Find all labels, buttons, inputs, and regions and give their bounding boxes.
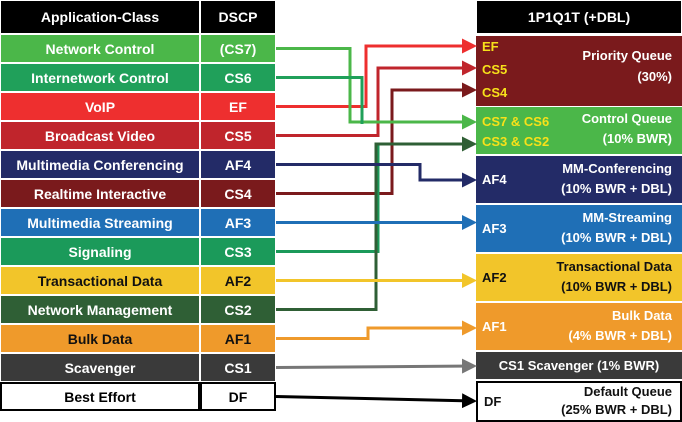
af1-queue-detail: (4% BWR + DBL) (568, 328, 672, 343)
af1-queue-code: AF1 (482, 319, 507, 334)
dscp-value-cs5: CS5 (200, 121, 276, 150)
queue-structure-header: 1P1Q1T (+DBL) (476, 0, 682, 34)
af3-queue-title: MM-Streaming (582, 210, 672, 225)
dscp-value-cs7: (CS7) (200, 34, 276, 63)
dscp-value-cs2: CS2 (200, 295, 276, 324)
arrow-cs1-to-scavenger-queue (275, 358, 477, 374)
control-codes-cs3-cs2: CS3 & CS2 (482, 134, 550, 149)
af2-queue-detail: (10% BWR + DBL) (561, 279, 672, 294)
priority-code-cs5: CS5 (482, 62, 508, 77)
class-name-transactional-data: Transactional Data (0, 266, 200, 295)
af2-queue-title: Transactional Data (556, 259, 672, 274)
dscp-value-af2: AF2 (200, 266, 276, 295)
priority-queue-box: EF CS5 CS4 Priority Queue (30%) (476, 36, 682, 106)
priority-queue-detail: (30%) (637, 69, 672, 84)
arrow-cs2-to-control-queue (276, 136, 477, 311)
arrow-df-to-default-queue (275, 393, 477, 409)
arrow-cs4-to-priority-queue (276, 82, 477, 195)
dscp-value-cs3: CS3 (200, 237, 276, 266)
default-queue-code: DF (484, 394, 502, 409)
dscp-value-cs6: CS6 (200, 63, 276, 92)
af1-queue-title: Bulk Data (612, 308, 672, 323)
af4-queue-code: AF4 (482, 172, 507, 187)
class-name-network-control: Network Control (0, 34, 200, 63)
class-name-realtime-interactive: Realtime Interactive (0, 179, 200, 208)
control-queue-detail: (10% BWR) (602, 131, 672, 146)
class-name-internetwork-control: Internetwork Control (0, 63, 200, 92)
priority-queue-title: Priority Queue (582, 48, 672, 63)
class-name-voip: VoIP (0, 92, 200, 121)
arrow-af1-to-bulk-data-queue (276, 320, 477, 340)
dscp-value-af3: AF3 (200, 208, 276, 237)
class-name-bulk-data: Bulk Data (0, 324, 200, 353)
control-codes-cs7-cs6: CS7 & CS6 (482, 114, 550, 129)
af2-queue-code: AF2 (482, 270, 507, 285)
dscp-value-af4: AF4 (200, 150, 276, 179)
arrow-cs5-to-priority-queue (276, 60, 477, 137)
class-name-signaling: Signaling (0, 237, 200, 266)
dscp-value-af1: AF1 (200, 324, 276, 353)
arrow-cs7-to-control-queue (276, 47, 477, 130)
scavenger-queue-label: CS1 Scavenger (1% BWR) (498, 358, 660, 373)
class-name-scavenger: Scavenger (0, 353, 200, 382)
arrow-voip-to-priority-queue (276, 38, 477, 108)
class-name-best-effort: Best Effort (0, 382, 200, 411)
priority-code-cs4: CS4 (482, 85, 508, 100)
class-name-multimedia-conferencing: Multimedia Conferencing (0, 150, 200, 179)
arrow-af4-to-mm-conferencing-queue (276, 163, 477, 188)
dscp-value-ef: EF (200, 92, 276, 121)
scavenger-queue-box: CS1 Scavenger (1% BWR) (476, 352, 682, 379)
control-queue-title: Control Queue (581, 111, 672, 126)
arrow-cs6-to-control-queue (276, 76, 364, 124)
class-name-network-management: Network Management (0, 295, 200, 324)
dscp-value-df: DF (200, 382, 276, 411)
control-queue-box: CS7 & CS6 CS3 & CS2 Control Queue (10% B… (476, 107, 682, 154)
priority-code-ef: EF (482, 39, 499, 54)
mm-streaming-queue-box: AF3 MM-Streaming (10% BWR + DBL) (476, 205, 682, 252)
transactional-data-queue-box: AF2 Transactional Data (10% BWR + DBL) (476, 254, 682, 301)
app-class-header: Application-Class (0, 0, 200, 34)
arrow-cs3-to-control-queue (276, 144, 380, 253)
bulk-data-queue-box: AF1 Bulk Data (4% BWR + DBL) (476, 303, 682, 350)
af3-queue-code: AF3 (482, 221, 507, 236)
dscp-header: DSCP (200, 0, 276, 34)
class-name-broadcast-video: Broadcast Video (0, 121, 200, 150)
af4-queue-detail: (10% BWR + DBL) (561, 181, 672, 196)
default-queue-title: Default Queue (583, 384, 672, 399)
af4-queue-title: MM-Conferencing (562, 161, 672, 176)
class-name-multimedia-streaming: Multimedia Streaming (0, 208, 200, 237)
default-queue-box: DF Default Queue (25% BWR + DBL) (476, 381, 682, 422)
dscp-value-cs1: CS1 (200, 353, 276, 382)
mm-conferencing-queue-box: AF4 MM-Conferencing (10% BWR + DBL) (476, 156, 682, 203)
dscp-value-cs4: CS4 (200, 179, 276, 208)
default-queue-detail: (25% BWR + DBL) (561, 402, 672, 417)
af3-queue-detail: (10% BWR + DBL) (561, 230, 672, 245)
